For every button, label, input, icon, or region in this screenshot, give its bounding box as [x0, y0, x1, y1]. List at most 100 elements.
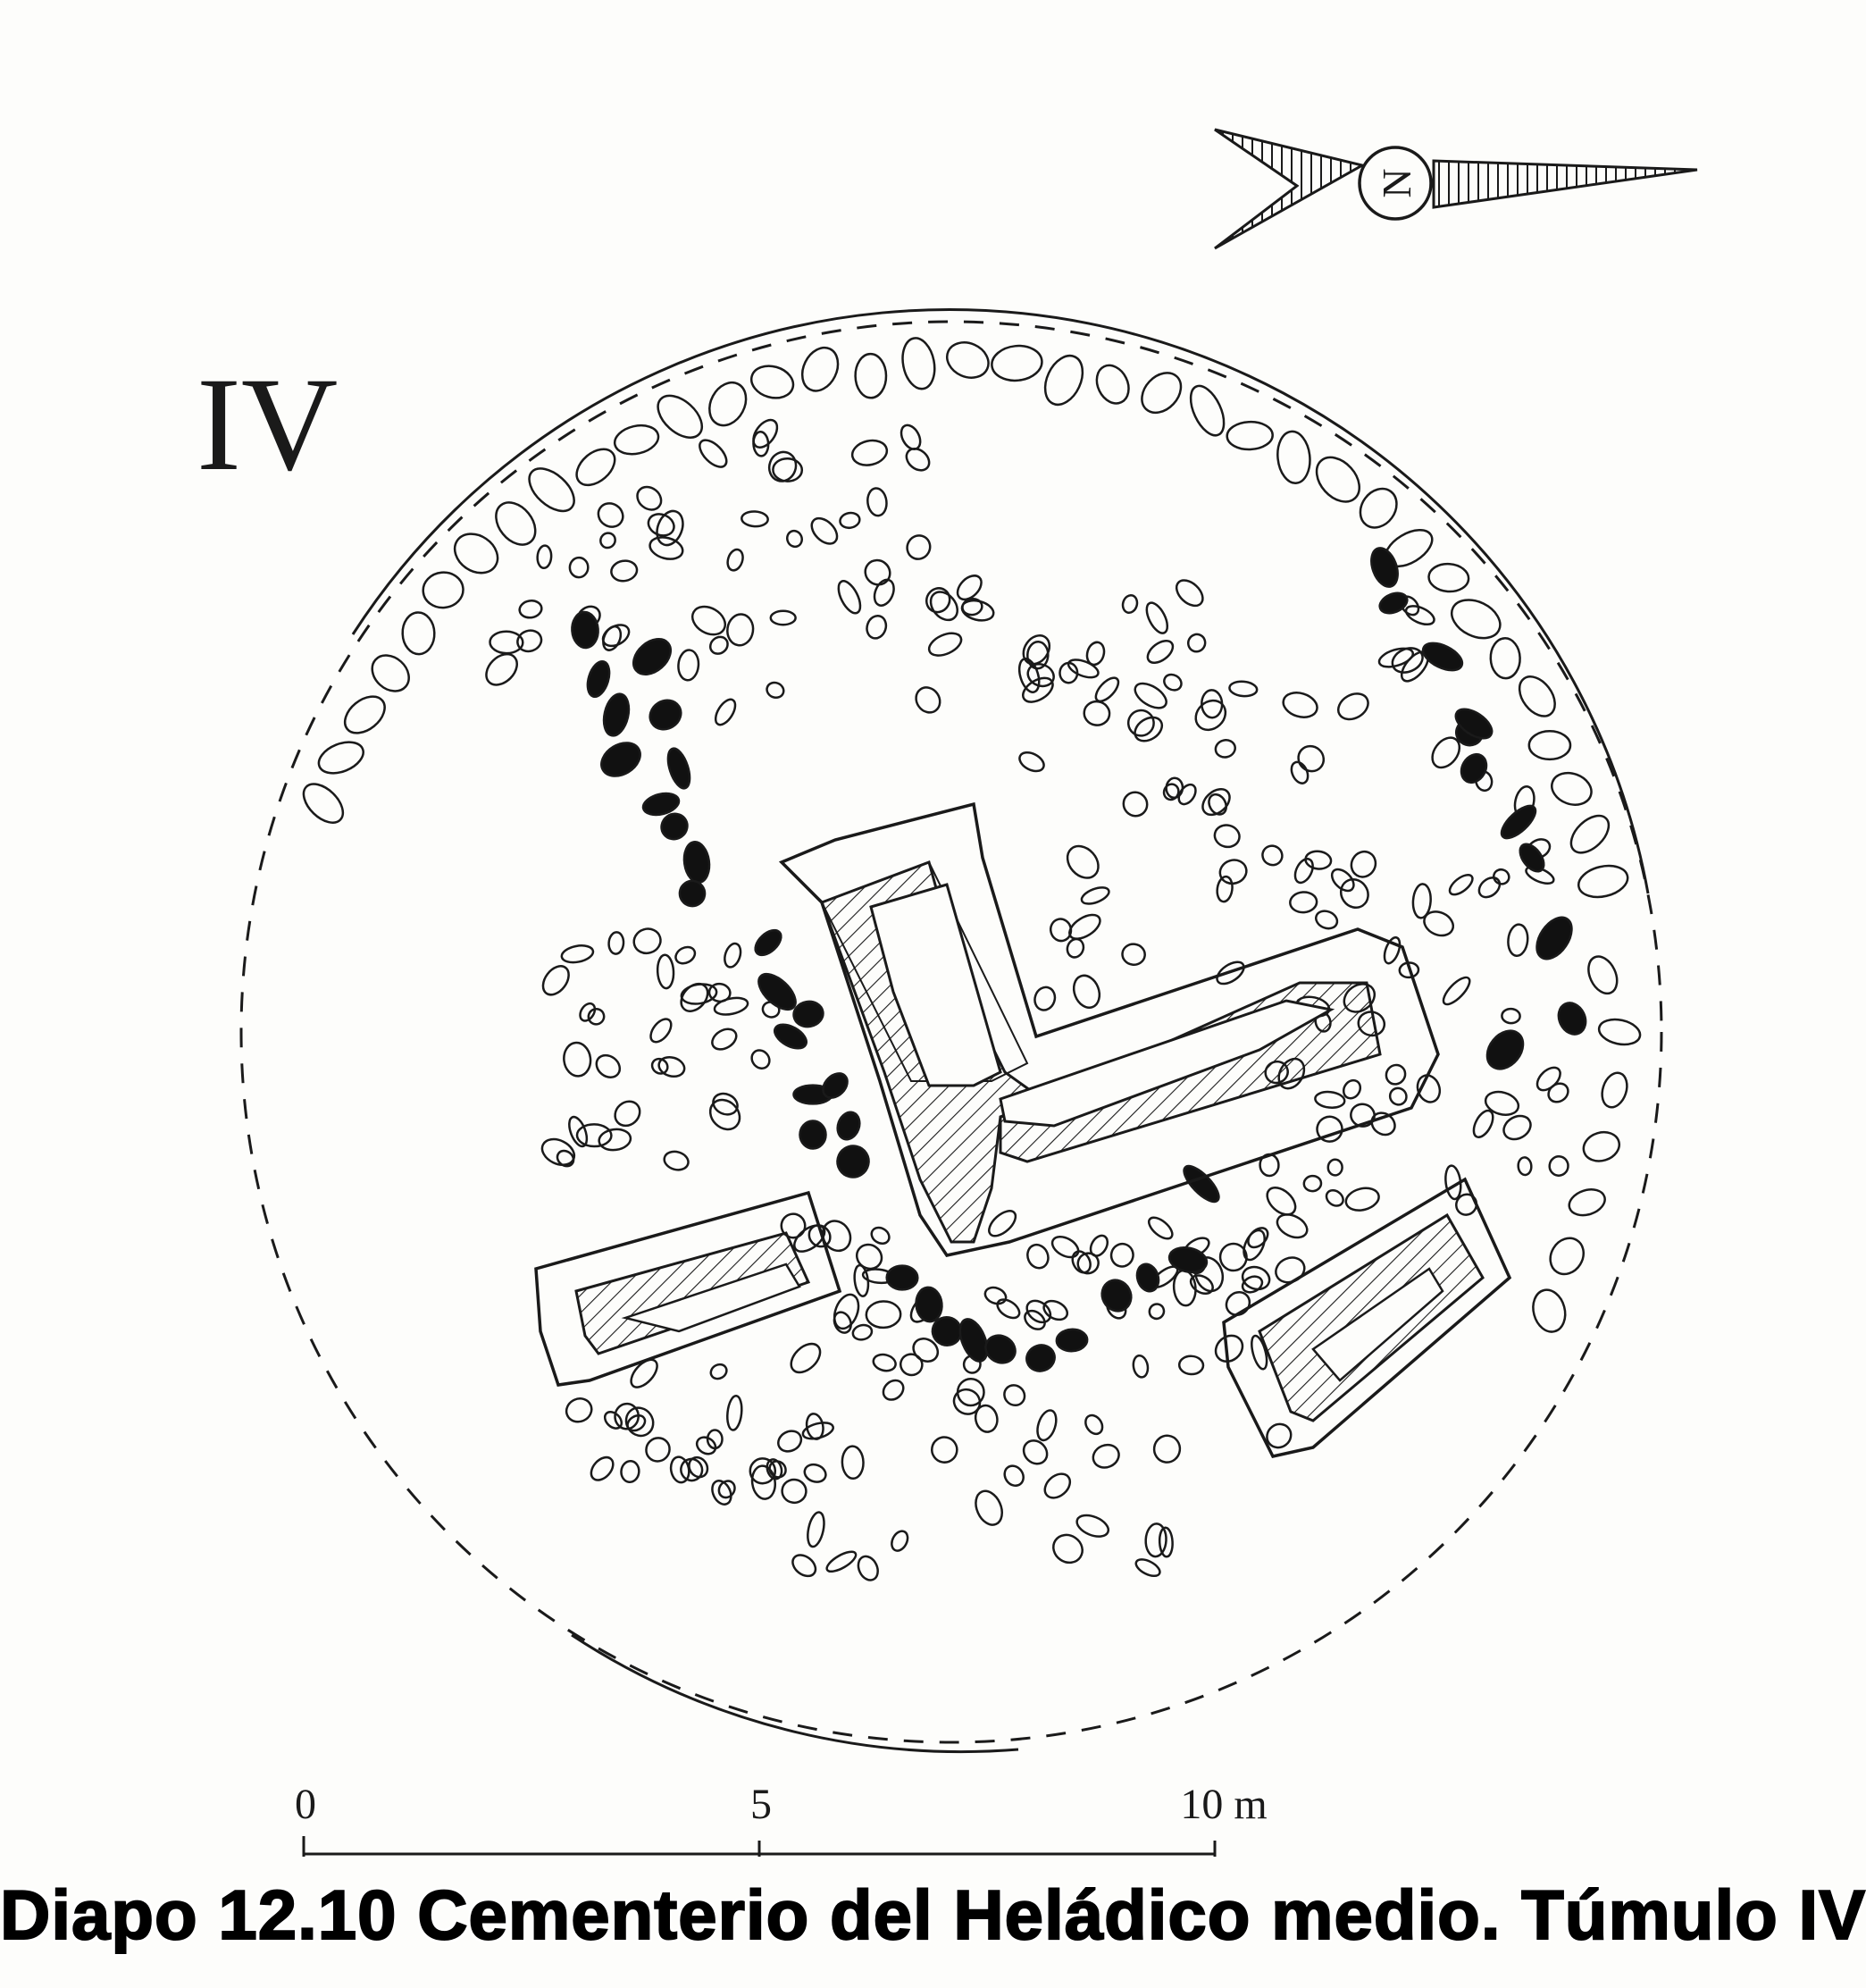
fill-stone — [870, 1226, 891, 1246]
fill-stone — [1501, 1007, 1521, 1025]
fill-stone — [1145, 601, 1169, 634]
ring-stone — [991, 344, 1043, 382]
ring-stone — [343, 695, 386, 734]
ring-stone — [708, 381, 748, 427]
fill-stone — [882, 1379, 905, 1401]
fill-stone — [712, 1092, 739, 1116]
fill-stone — [1293, 858, 1314, 885]
dark-stones — [571, 547, 1587, 1372]
ring-stone — [800, 346, 840, 392]
fill-stone — [489, 630, 524, 655]
fill-stone — [565, 1397, 593, 1423]
fill-stone — [790, 1342, 822, 1374]
dark-stone — [792, 1000, 824, 1028]
dark-stone — [836, 1145, 870, 1179]
fill-stone — [801, 1422, 834, 1440]
fill-stone — [579, 1002, 597, 1022]
fill-stone — [632, 927, 662, 955]
ring-stone — [371, 654, 410, 692]
ring-stone — [1518, 675, 1556, 717]
ring-stone — [946, 341, 990, 379]
fill-stone — [1517, 1156, 1533, 1177]
scale-bar: 0 5 10 m — [295, 1781, 1268, 1857]
fill-stone — [1075, 1514, 1110, 1538]
fill-stone — [961, 597, 983, 617]
fill-stone — [726, 548, 744, 572]
fill-stone — [688, 1455, 709, 1479]
north-arrow-icon: N — [1214, 128, 1698, 250]
fill-stone — [1548, 1155, 1569, 1177]
fill-stone — [1026, 1243, 1050, 1270]
fill-stone — [1072, 974, 1101, 1009]
ring-stone — [1549, 1237, 1585, 1276]
fill-stone — [791, 1554, 817, 1578]
fill-stone — [587, 1008, 606, 1026]
fill-stone — [810, 516, 839, 545]
fill-stone — [837, 580, 862, 615]
fill-stone — [1043, 1472, 1072, 1499]
ring-stone — [1569, 814, 1611, 854]
fill-stone — [1134, 682, 1167, 709]
fill-stone — [1068, 913, 1101, 940]
fill-stone — [767, 450, 798, 482]
fill-stone — [656, 953, 675, 990]
fill-stone — [1067, 658, 1100, 679]
fill-stone — [690, 605, 727, 636]
ring-stone — [1489, 637, 1521, 680]
fill-stone — [927, 632, 963, 657]
ring-stone — [422, 571, 464, 609]
fill-stone — [956, 1377, 985, 1407]
fill-stone — [1472, 1109, 1494, 1139]
ring-stone — [495, 501, 537, 546]
dark-stone — [641, 792, 681, 817]
fill-stone — [595, 1053, 622, 1078]
fill-stone — [1218, 1242, 1248, 1272]
dark-stone — [1500, 804, 1537, 840]
fill-stone — [866, 614, 888, 640]
fill-stone — [851, 1323, 874, 1341]
fill-stone — [772, 457, 804, 482]
fill-stone — [1026, 663, 1055, 688]
fill-stone — [1241, 1275, 1264, 1294]
fill-stone — [1225, 1291, 1251, 1316]
fill-stone — [1003, 1384, 1026, 1407]
fill-stone — [1158, 1526, 1174, 1558]
peripheral-stone-ring — [302, 337, 1642, 1333]
tumulus-edge-preserved — [351, 308, 1650, 894]
fill-stone — [518, 600, 543, 619]
dark-stone — [1454, 708, 1494, 740]
fill-stone — [1163, 673, 1183, 692]
fill-stone — [1213, 824, 1241, 849]
ring-stone — [1597, 1018, 1642, 1046]
fill-stone — [1018, 751, 1045, 773]
fill-stone — [536, 544, 553, 570]
ring-stone — [302, 783, 345, 824]
fill-stone — [1314, 1090, 1346, 1109]
ring-stone — [1577, 864, 1629, 899]
fill-stone — [1266, 1422, 1293, 1449]
ring-stone — [901, 337, 936, 390]
fill-stone — [709, 1363, 728, 1380]
fill-stone — [1177, 1355, 1205, 1376]
fill-stone — [1218, 859, 1248, 885]
fill-stone — [1216, 875, 1234, 903]
fill-stone — [1201, 788, 1231, 817]
fill-stone — [630, 1358, 658, 1388]
fill-stone — [925, 587, 951, 614]
fill-stone — [726, 1395, 743, 1431]
fill-stone — [1152, 1434, 1182, 1464]
fill-stone — [803, 1463, 827, 1483]
fill-stone — [833, 1293, 860, 1330]
fill-stone — [614, 1402, 640, 1430]
fill-stone — [1547, 1082, 1569, 1103]
fill-stone — [1241, 1265, 1271, 1291]
fill-stone — [674, 945, 697, 965]
ring-stone — [1551, 771, 1593, 806]
fill-stone — [931, 1436, 958, 1464]
fill-stone — [575, 1123, 613, 1148]
fill-stone — [1144, 1522, 1167, 1558]
ring-stone — [1568, 1188, 1606, 1217]
fill-stone — [983, 1286, 1008, 1305]
tumulus-fill-stones — [485, 418, 1569, 1581]
fill-stone — [1134, 1558, 1161, 1578]
